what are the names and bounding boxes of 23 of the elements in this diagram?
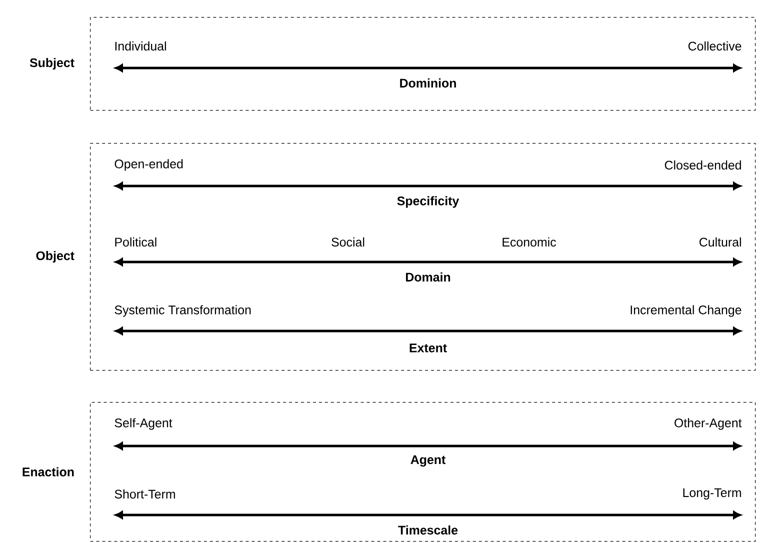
scale-name: Specificity (397, 196, 460, 208)
scale-end-label: Political (115, 237, 156, 247)
scale-end-label: Closed-ended (664, 160, 741, 170)
scale-end-label: Individual (115, 41, 166, 51)
scale-end-label: Other-Agent (674, 418, 742, 430)
scale-end-label: Incremental Change (630, 305, 742, 317)
scale-end-label: Open-ended (114, 159, 183, 171)
scale-end-label: Self-Agent (114, 418, 172, 430)
scale-name: Timescale (398, 525, 458, 535)
scale-end-label: Long-Term (683, 488, 741, 500)
scale-end-label: Social (332, 237, 364, 247)
scale-name: Dominion (400, 78, 456, 88)
scale-end-label: Collective (688, 41, 742, 51)
scale-end-label: Cultural (700, 237, 741, 247)
node-label: Subject (30, 58, 74, 70)
scale-name: Extent (410, 344, 447, 352)
scale-name: Domain (406, 272, 450, 282)
scale-end-label: Systemic Transformation (114, 305, 251, 317)
node-label: Enaction (22, 467, 74, 476)
scale-end-label: Short-Term (114, 489, 175, 499)
scale-name: Agent (410, 455, 446, 467)
scale-end-label: Economic (502, 237, 556, 247)
node-label: Object (36, 250, 74, 263)
